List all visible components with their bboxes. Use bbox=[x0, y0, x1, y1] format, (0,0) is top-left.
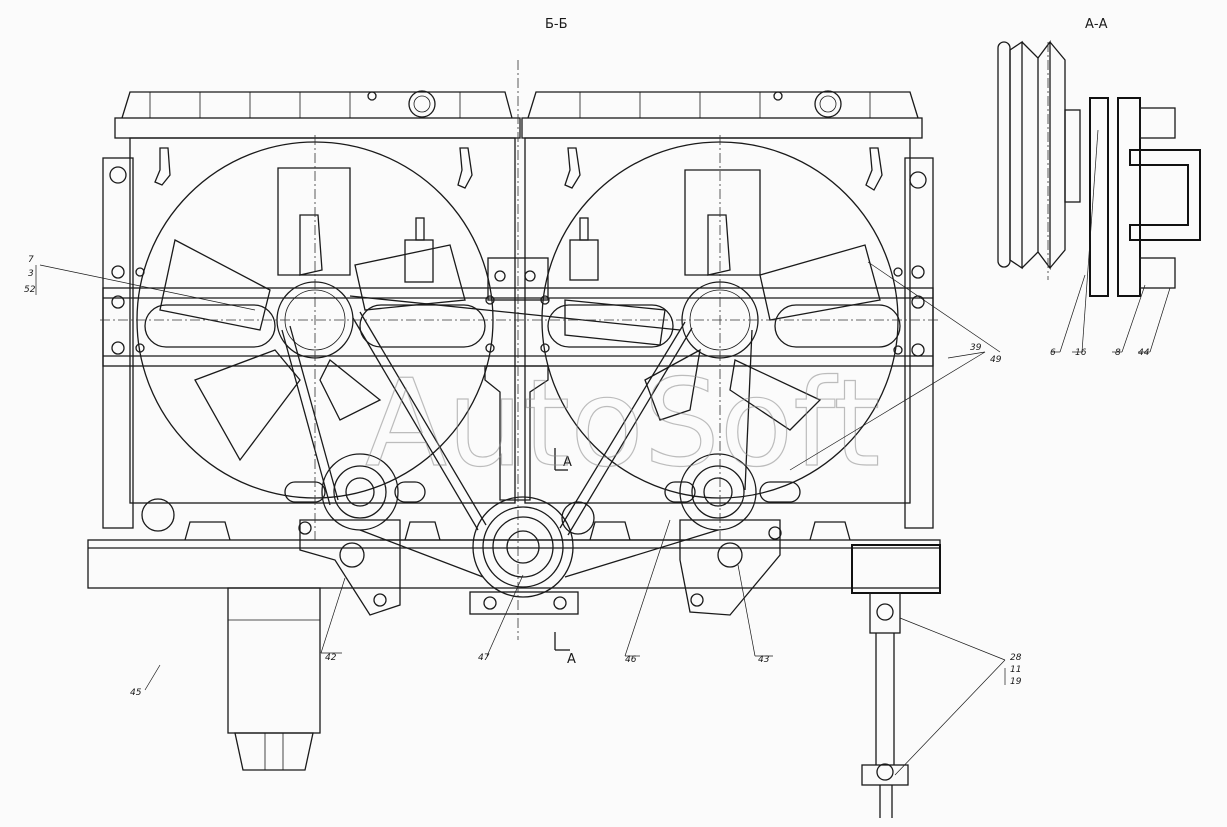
callout-49: 49 bbox=[990, 355, 1002, 365]
callout-47: 47 bbox=[478, 653, 490, 663]
drive-belts bbox=[281, 295, 753, 578]
svg-text:11: 11 bbox=[1010, 665, 1021, 675]
callout-leaders bbox=[35, 129, 1171, 776]
frame-end-section bbox=[851, 544, 941, 594]
left-fan-blades bbox=[159, 167, 466, 462]
watermark: AutoSoft bbox=[365, 355, 880, 494]
detail-section-title: А-А bbox=[1085, 17, 1108, 32]
svg-text:52: 52 bbox=[24, 285, 36, 295]
section-marker-lower: А bbox=[554, 632, 576, 667]
svg-text:А: А bbox=[567, 652, 576, 667]
beam-bolts bbox=[111, 91, 925, 357]
drive-pulley bbox=[472, 496, 574, 598]
callout-44: 44 bbox=[1138, 348, 1150, 358]
main-section-title: Б-Б bbox=[545, 17, 568, 32]
callout-28-group: 28 11 19 bbox=[1010, 653, 1022, 687]
left-bracket-hook bbox=[154, 147, 171, 186]
svg-text:7: 7 bbox=[28, 255, 34, 265]
right-filler-cap bbox=[814, 90, 842, 118]
callout-6: 6 bbox=[1050, 348, 1056, 358]
section-marker-upper: А bbox=[554, 448, 572, 471]
bottom-frame bbox=[87, 539, 941, 589]
callout-7-group: 7 3 52 bbox=[24, 255, 36, 295]
callout-8: 8 bbox=[1115, 348, 1121, 358]
left-filler-cap bbox=[408, 90, 436, 118]
support-rod bbox=[861, 592, 909, 818]
svg-text:А: А bbox=[563, 455, 572, 470]
left-tensioner-bracket bbox=[299, 519, 401, 616]
rubber-mounts bbox=[141, 498, 851, 541]
callout-43: 43 bbox=[758, 655, 770, 665]
lower-motor-unit bbox=[227, 587, 321, 771]
callout-45: 45 bbox=[130, 688, 142, 698]
svg-text:3: 3 bbox=[28, 269, 34, 279]
left-bracket-hook-2 bbox=[457, 147, 473, 189]
callout-16: 16 bbox=[1075, 348, 1087, 358]
callout-39: 39 bbox=[970, 343, 982, 353]
svg-text:19: 19 bbox=[1010, 677, 1022, 687]
right-tensioner-bracket bbox=[679, 519, 781, 616]
callout-42: 42 bbox=[325, 653, 337, 663]
svg-text:28: 28 bbox=[1010, 653, 1022, 663]
detail-section-view bbox=[997, 40, 1201, 297]
callout-46: 46 bbox=[625, 655, 637, 665]
drive-pulley-base bbox=[469, 591, 579, 615]
center-drop-bracket bbox=[484, 365, 549, 501]
